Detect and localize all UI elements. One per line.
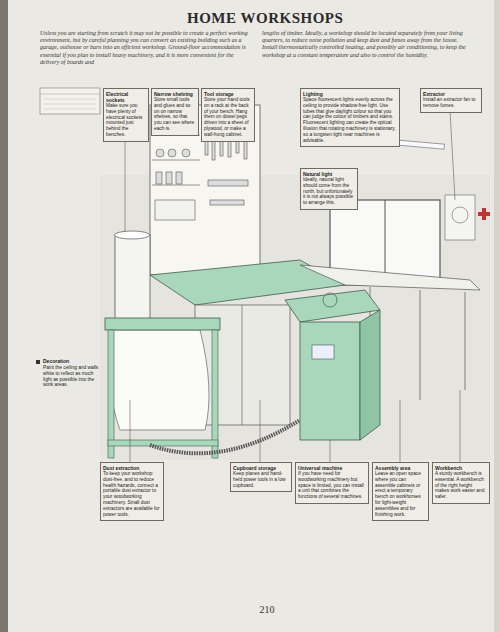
callout-box: ExtractorInstall an extractor fan to rem… (420, 88, 482, 113)
callout-heading: Dust extraction (103, 465, 161, 471)
callout-box: Natural lightIdeally, natural light shou… (300, 168, 358, 210)
callout-heading: Electrical sockets (106, 91, 146, 103)
callout-text: A sturdy workbench is essential. A workb… (435, 471, 487, 500)
callout-heading: Universal machine (298, 465, 366, 471)
callout-text: Ideally, natural light should come from … (303, 177, 355, 206)
callout-text: Install an extractor fan to remove fumes… (423, 97, 479, 109)
page-number: 210 (252, 604, 282, 616)
callout-text: Store small tools and glues and so on on… (154, 97, 196, 132)
dust-extractor (115, 235, 150, 330)
note-text: Decoration (43, 358, 103, 364)
callout-box: WorkbenchA sturdy workbench is essential… (432, 462, 490, 504)
callout-text: Make sure you have plenty of electrical … (106, 103, 146, 138)
callout-text: Leave an open space where you can assemb… (375, 471, 426, 517)
leader-lines (125, 110, 460, 475)
callout-heading: Assembly area (375, 465, 426, 471)
callout-text: If you have need for woodworking machine… (298, 471, 366, 500)
callout-box: Narrow shelvingStore small tools and glu… (151, 88, 199, 136)
callout-box: Electrical socketsMake sure you have ple… (103, 88, 149, 142)
callout-text: To keep your workshop dust-free, and to … (103, 471, 161, 517)
callout-box: Assembly areaLeave an open space where y… (372, 462, 429, 521)
page (8, 0, 494, 632)
note-text: Paint the ceiling and walls white to ref… (43, 365, 103, 388)
bullet (36, 360, 40, 364)
page-edge (0, 0, 8, 632)
callout-heading: Lighting (303, 91, 397, 97)
callout-box: LightingSpace fluorescent lights evenly … (300, 88, 400, 147)
callout-heading: Cupboard storage (233, 465, 289, 471)
callout-heading: Workbench (435, 465, 487, 471)
intro-text: lengths of timber. Ideally, a workshop s… (262, 30, 472, 59)
callout-box: Dust extractionTo keep your workshop dus… (100, 462, 164, 521)
callout-box: Tool storageStore your hand tools on a r… (201, 88, 255, 142)
callout-heading: Narrow shelving (154, 91, 196, 97)
room-ground (100, 175, 490, 460)
dust-bag (110, 330, 209, 430)
page-title: HOME WORKSHOPS (187, 10, 343, 27)
callout-heading: Extractor (423, 91, 479, 97)
callout-heading: Natural light (303, 171, 355, 177)
callout-text: Keep planes and hand-held power tools in… (233, 471, 289, 488)
callout-text: Store your hand tools on a rack at the b… (204, 97, 252, 138)
extractor-fan (445, 195, 475, 240)
universal-machine (285, 290, 380, 322)
callout-box: Universal machineIf you have need for wo… (295, 462, 369, 504)
size-table (40, 88, 100, 114)
callout-box: Cupboard storageKeep planes and hand-hel… (230, 462, 292, 492)
callout-text: Space fluorescent lights evenly across t… (303, 97, 397, 143)
dust-hose (150, 420, 300, 453)
intro-text: Unless you are starting from scratch it … (40, 30, 250, 66)
callout-heading: Tool storage (204, 91, 252, 97)
